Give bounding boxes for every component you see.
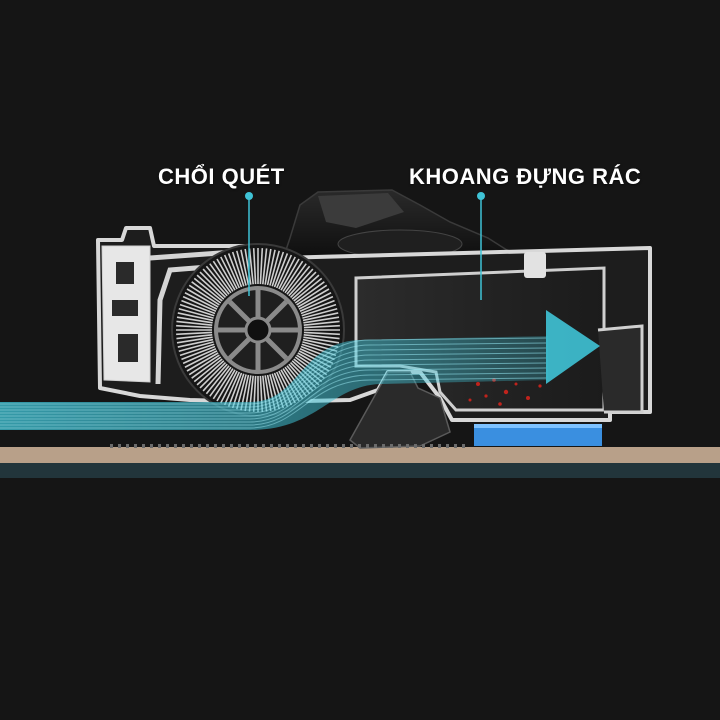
bumper-slot: [118, 334, 138, 362]
airflow-arrow-icon: [546, 310, 600, 384]
filter-pad: [474, 424, 602, 446]
top-housing-highlight: [318, 193, 404, 228]
dustbin-callout-label: KHOANG ĐỰNG RÁC: [409, 164, 642, 189]
bin-latch: [524, 252, 546, 278]
callout-dot-icon: [245, 192, 253, 200]
bin-rear-wall: [597, 324, 644, 414]
debris: [468, 378, 542, 406]
floor-surface: [0, 447, 720, 463]
bumper-slot: [112, 300, 138, 316]
brush-callout-label: CHỔI QUÉT: [158, 164, 285, 189]
bumper-slot: [116, 262, 134, 284]
airflow-stream: [0, 336, 548, 430]
callout-dot-icon: [477, 192, 485, 200]
filter-pad-edge: [474, 424, 602, 428]
floor-base: [0, 463, 720, 478]
